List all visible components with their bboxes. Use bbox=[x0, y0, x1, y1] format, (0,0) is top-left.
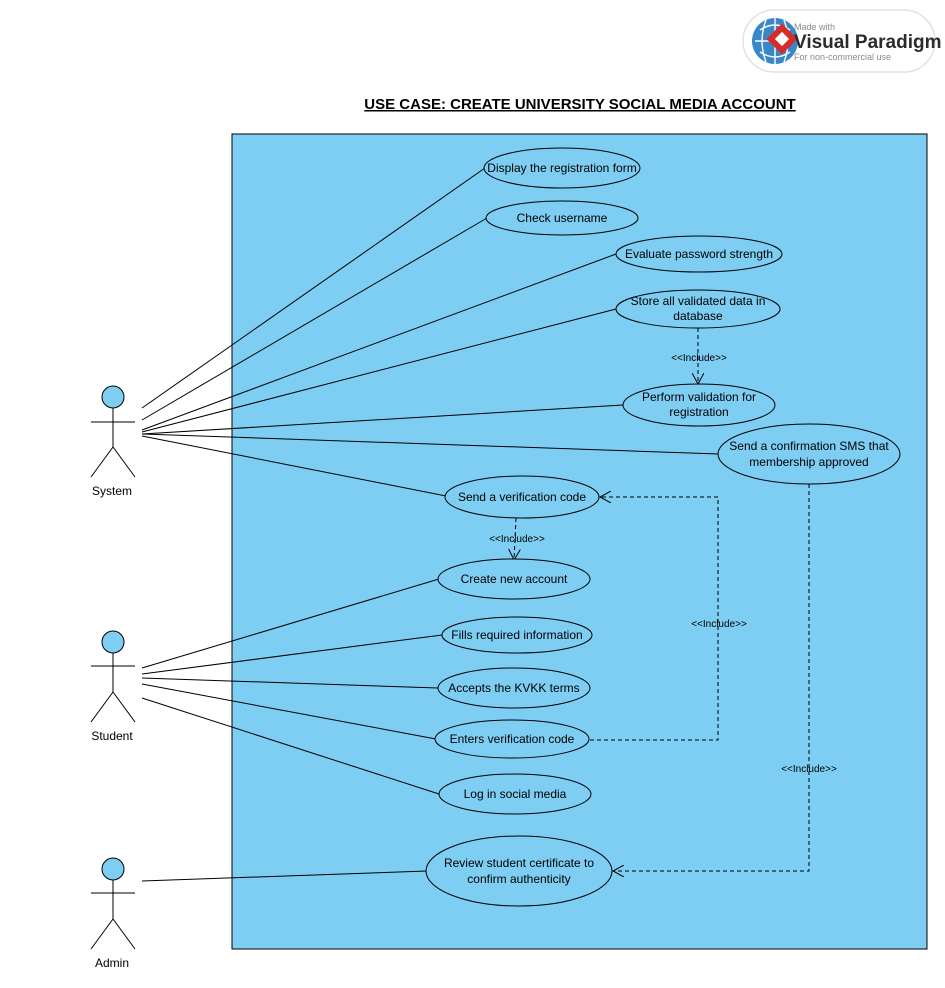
use-case-label: Create new account bbox=[461, 572, 568, 586]
use-case-evaluate-password[interactable]: Evaluate password strength bbox=[615, 235, 783, 273]
associations bbox=[141, 167, 720, 882]
actor-label: System bbox=[92, 484, 132, 498]
use-case-label-line2: database bbox=[673, 309, 723, 323]
use-case-label: Send a verification code bbox=[458, 490, 586, 504]
actor-stick-figure-icon bbox=[90, 385, 136, 478]
assoc-system-display-form bbox=[141, 167, 486, 409]
use-case-perform-validation[interactable]: Perform validation for registration bbox=[622, 383, 776, 427]
actor-label: Admin bbox=[95, 956, 129, 970]
assoc-system-send-sms bbox=[141, 433, 720, 455]
visual-paradigm-watermark: Made with Visual Paradigm For non-commer… bbox=[742, 9, 942, 73]
watermark-line1: Made with bbox=[794, 22, 835, 32]
assoc-system-perform-validation bbox=[141, 404, 624, 435]
use-case-label-line1: Perform validation for bbox=[642, 390, 756, 404]
use-case-display-form[interactable]: Display the registration form bbox=[483, 147, 641, 189]
use-case-send-sms[interactable]: Send a confirmation SMS that membership … bbox=[717, 423, 901, 485]
assoc-admin-review-certificate bbox=[141, 870, 428, 882]
watermark-line3: For non-commercial use bbox=[794, 52, 891, 62]
use-case-label-line2: membership approved bbox=[749, 455, 868, 469]
actor-student[interactable]: Student bbox=[90, 630, 136, 743]
actor-label: Student bbox=[91, 729, 133, 743]
include-label-4: <<Include>> bbox=[781, 764, 837, 775]
actor-stick-figure-icon bbox=[90, 630, 136, 723]
diagram-title: USE CASE: CREATE UNIVERSITY SOCIAL MEDIA… bbox=[364, 96, 795, 113]
use-case-fills-info[interactable]: Fills required information bbox=[441, 616, 593, 654]
use-case-label-line2: registration bbox=[669, 405, 728, 419]
use-case-label: Check username bbox=[517, 211, 608, 225]
use-case-login[interactable]: Log in social media bbox=[438, 773, 592, 815]
include-code-to-create-account bbox=[514, 517, 516, 560]
use-case-review-certificate[interactable]: Review student certificate to confirm au… bbox=[425, 835, 613, 907]
use-case-create-account[interactable]: Create new account bbox=[437, 558, 591, 600]
use-case-label: Evaluate password strength bbox=[625, 247, 773, 261]
use-case-send-code[interactable]: Send a verification code bbox=[444, 475, 600, 519]
assoc-system-check-username bbox=[141, 217, 488, 421]
system-boundary bbox=[231, 133, 928, 950]
use-case-label: Accepts the KVKK terms bbox=[448, 681, 579, 695]
include-relations bbox=[514, 328, 810, 871]
use-case-accepts-kvkk[interactable]: Accepts the KVKK terms bbox=[437, 667, 591, 709]
visual-paradigm-logo-icon bbox=[752, 18, 798, 64]
use-case-label-line1: Review student certificate to bbox=[444, 856, 594, 870]
use-case-label: Log in social media bbox=[464, 787, 567, 801]
assoc-system-send-code bbox=[141, 435, 447, 497]
include-label-3: <<Include>> bbox=[691, 619, 747, 630]
use-case-label-line2: confirm authenticity bbox=[467, 872, 570, 886]
include-label-1: <<Include>> bbox=[671, 353, 727, 364]
use-case-check-username[interactable]: Check username bbox=[485, 200, 639, 236]
use-case-label-line1: Store all validated data in bbox=[631, 294, 766, 308]
use-case-store-data[interactable]: Store all validated data in database bbox=[615, 289, 781, 329]
use-case-label: Display the registration form bbox=[487, 161, 636, 175]
assoc-student-create-account bbox=[141, 578, 440, 669]
assoc-system-store-data bbox=[141, 308, 617, 433]
use-cases: Display the registration form Check user… bbox=[425, 147, 901, 907]
assoc-student-accepts-kvkk bbox=[141, 677, 439, 689]
use-case-label: Fills required information bbox=[451, 628, 582, 642]
assoc-student-login bbox=[141, 697, 440, 795]
actor-admin[interactable]: Admin bbox=[90, 857, 136, 970]
actor-stick-figure-icon bbox=[90, 857, 136, 950]
use-case-label-line1: Send a confirmation SMS that bbox=[729, 439, 889, 453]
assoc-student-enters-code bbox=[141, 683, 437, 740]
actor-system[interactable]: System bbox=[90, 385, 136, 498]
include-sms-to-review bbox=[613, 484, 810, 871]
use-case-label: Enters verification code bbox=[450, 732, 575, 746]
include-enters-to-send-code bbox=[590, 497, 719, 741]
watermark-line2: Visual Paradigm bbox=[794, 32, 942, 53]
assoc-system-evaluate-password bbox=[141, 253, 617, 431]
assoc-student-fills-info bbox=[141, 634, 443, 675]
include-label-2: <<Include>> bbox=[489, 534, 545, 545]
use-case-enters-code[interactable]: Enters verification code bbox=[434, 719, 590, 759]
